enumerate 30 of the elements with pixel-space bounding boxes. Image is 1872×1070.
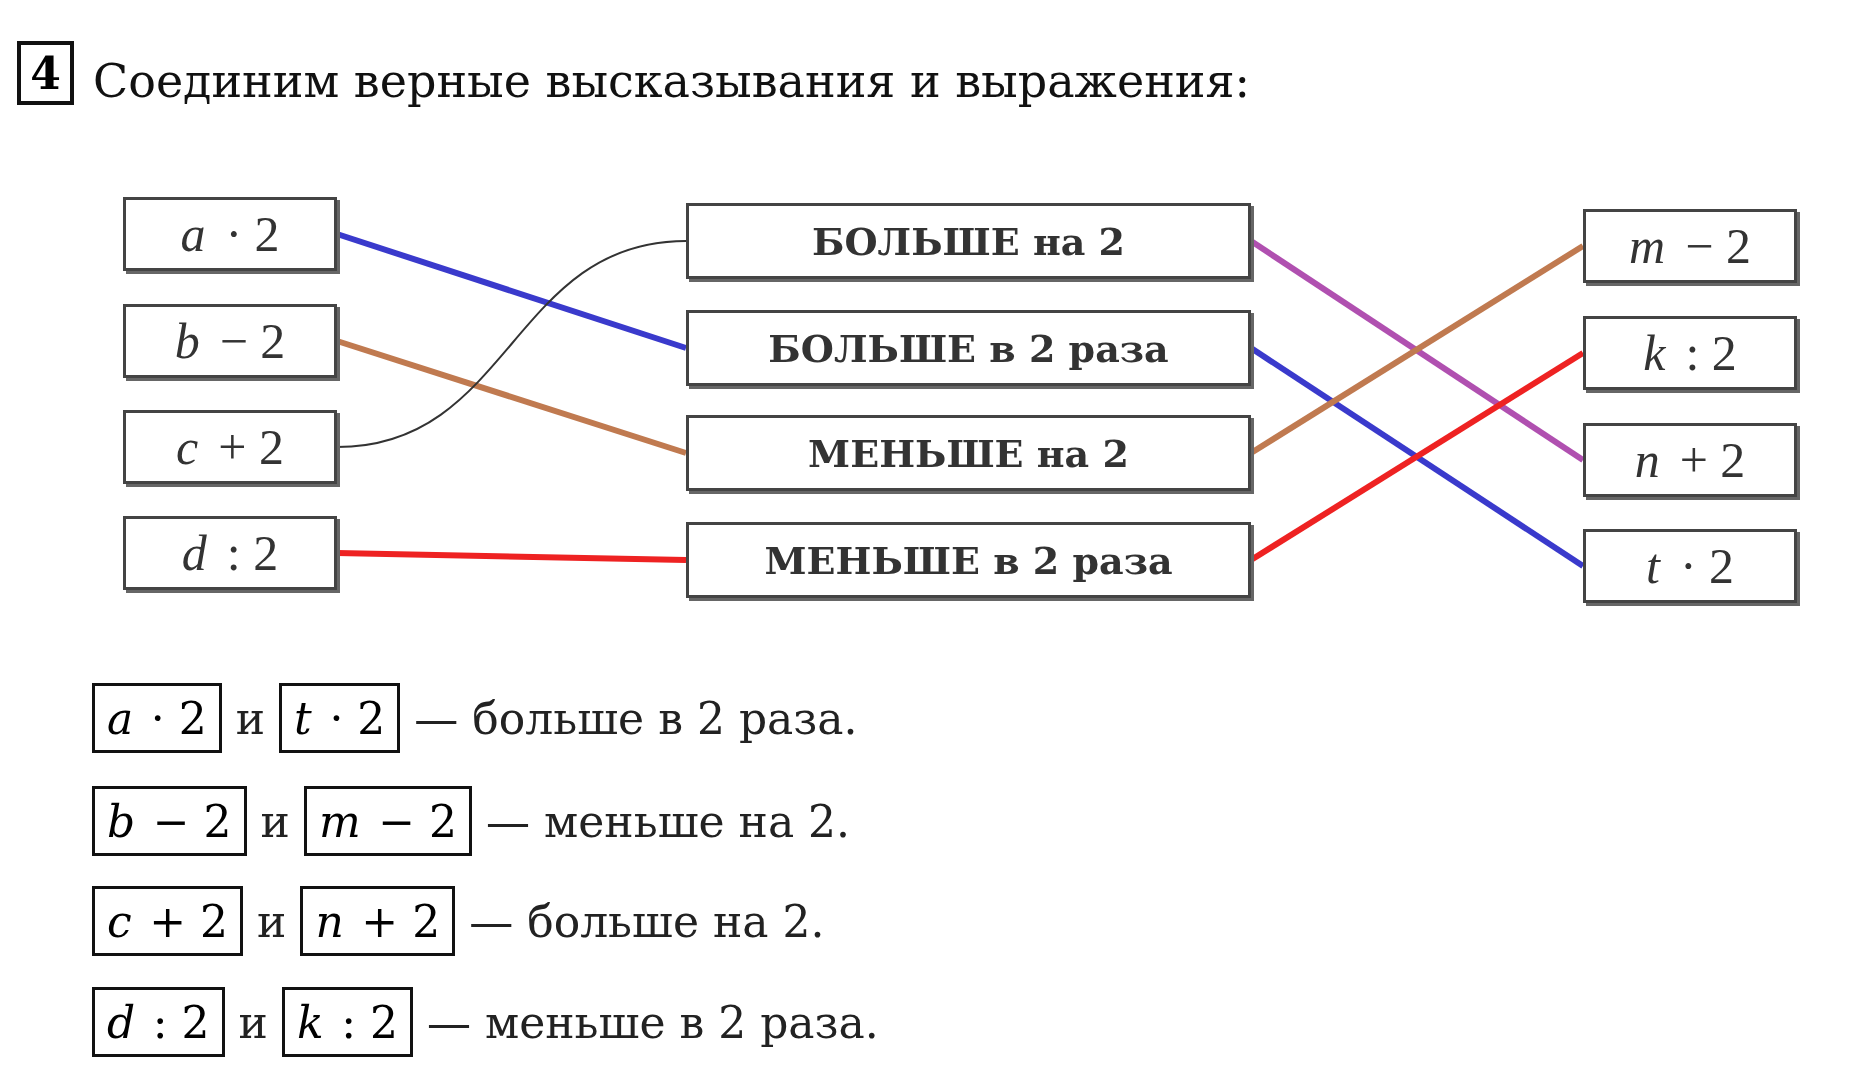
statement-box: МЕНЬШЕ на 2 — [686, 415, 1251, 491]
task-title: Соединим верные высказывания и выражения: — [93, 54, 1250, 108]
answer-text: — больше на 2. — [469, 895, 825, 947]
expression-box: b − 2 — [123, 304, 337, 378]
expression-box: a · 2 — [123, 197, 337, 271]
answer-text: — меньше в 2 раза. — [426, 996, 879, 1048]
answer-expression: d : 2 — [92, 987, 225, 1057]
statement-box: БОЛЬШЕ в 2 раза — [686, 310, 1251, 386]
expression-box: d : 2 — [123, 516, 337, 590]
conjunction-text: и — [260, 795, 290, 847]
answer-expression: m − 2 — [303, 786, 473, 856]
conjunction-text: и — [257, 895, 287, 947]
expression-box: n + 2 — [1583, 423, 1797, 497]
answer-text: — меньше на 2. — [486, 795, 851, 847]
conjunction-text: и — [235, 692, 266, 744]
answer-expression: c + 2 — [92, 886, 244, 956]
answer-expression: k : 2 — [281, 987, 413, 1057]
expression-box: t · 2 — [1583, 529, 1797, 603]
expression-box: c + 2 — [123, 410, 337, 484]
answer-text: — больше в 2 раза. — [414, 692, 858, 744]
answer-expression: t · 2 — [279, 683, 401, 753]
answer-expression: a · 2 — [92, 683, 222, 753]
answer-expression: n + 2 — [300, 886, 456, 956]
expression-box: m − 2 — [1583, 209, 1797, 283]
statement-box: БОЛЬШЕ на 2 — [686, 203, 1251, 279]
answer-expression: b − 2 — [92, 786, 247, 856]
task-number: 4 — [17, 41, 74, 105]
statement-box: МЕНЬШЕ в 2 раза — [686, 522, 1251, 598]
expression-box: k : 2 — [1583, 316, 1797, 390]
conjunction-text: и — [238, 996, 268, 1048]
